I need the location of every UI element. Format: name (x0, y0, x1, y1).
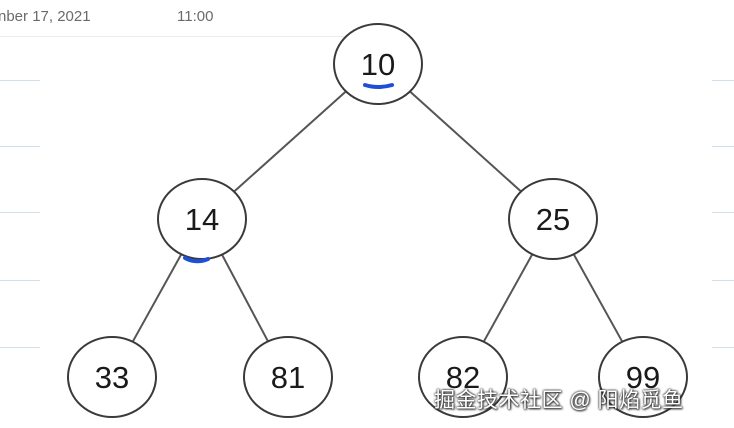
tree-edge-14-81 (220, 252, 270, 344)
tree-node-81: 81 (243, 336, 333, 418)
watermark-text: 掘金技术社区 @ 阳焰觅鱼 (434, 389, 684, 412)
left-rule-3 (0, 212, 40, 213)
right-rule-4 (712, 280, 734, 281)
right-rule-2 (712, 146, 734, 147)
node-label-14: 14 (185, 202, 219, 237)
node-label-33: 33 (95, 360, 129, 395)
left-rule-4 (0, 280, 40, 281)
tree-node-14: 14 (157, 178, 247, 260)
tree-node-99: 99 (598, 336, 688, 418)
tree-edge-25-82 (482, 252, 534, 344)
node-label-81: 81 (271, 360, 305, 395)
tree-edge-25-99 (572, 252, 624, 344)
header-divider (0, 36, 345, 37)
underline-mark-root (363, 83, 394, 89)
right-rule-1 (712, 80, 734, 81)
node-label-10: 10 (361, 47, 395, 82)
node-label-25: 25 (536, 202, 570, 237)
right-rule-5 (712, 347, 734, 348)
tree-node-33: 33 (67, 336, 157, 418)
underline-mark-left-child (183, 256, 210, 264)
right-rule-3 (712, 212, 734, 213)
header-date: nber 17, 2021 (0, 8, 91, 25)
tree-edge-14-33 (131, 252, 183, 344)
left-rule-2 (0, 146, 40, 147)
tree-node-25: 25 (508, 178, 598, 260)
node-label-99: 99 (626, 360, 660, 395)
header-time: 11:00 (177, 8, 214, 25)
tree-edges (131, 89, 624, 344)
left-rule-5 (0, 347, 40, 348)
tree-edge-10-25 (407, 89, 524, 194)
tree-node-82: 82 (418, 336, 508, 418)
tree-nodes: 10 14 25 33 81 82 (67, 23, 688, 418)
tree-edge-10-14 (231, 89, 349, 194)
tree-node-10: 10 (333, 23, 423, 105)
node-label-82: 82 (446, 360, 480, 395)
left-rule-1 (0, 80, 40, 81)
